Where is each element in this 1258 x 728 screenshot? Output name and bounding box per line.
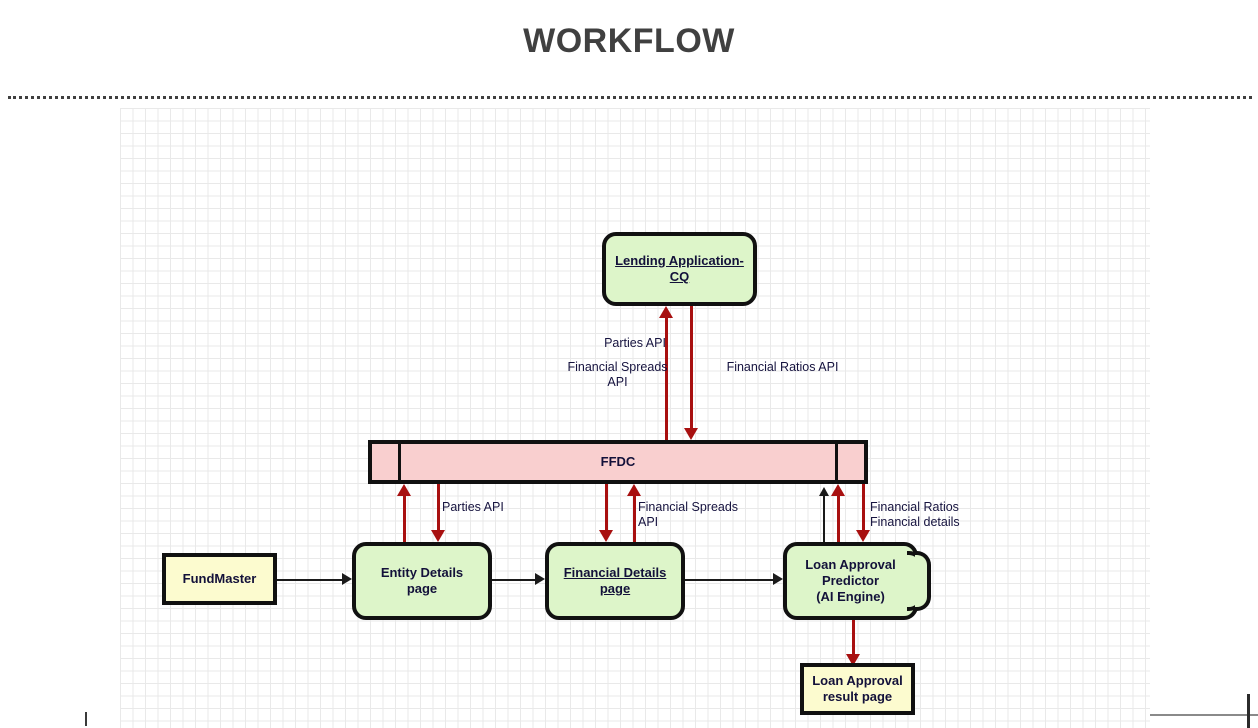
node-loan-approval-predictor-line3: (AI Engine) <box>816 589 885 605</box>
node-entity-details-page-line2: page <box>406 581 438 596</box>
node-loan-approval-predictor[interactable]: Loan Approval Predictor (AI Engine) <box>783 542 931 620</box>
edge-fundmaster-to-entity-line <box>277 579 343 581</box>
node-fundmaster[interactable]: FundMaster <box>162 553 277 605</box>
page-title: WORKFLOW <box>523 22 735 60</box>
edge-entity-to-ffdc-line <box>403 496 406 542</box>
edge-entity-to-financial-arrowhead <box>535 573 545 585</box>
node-entity-details-page[interactable]: Entity Details page <box>352 542 492 620</box>
edge-predictor-to-ffdc-arrowhead <box>831 484 845 496</box>
node-ffdc-label: FFDC <box>600 453 636 469</box>
node-fundmaster-label: FundMaster <box>182 570 257 586</box>
edge-predictor-to-result-line <box>852 620 855 658</box>
node-entity-details-page-line1: Entity Details <box>380 564 464 580</box>
edge-ffdc-to-predictor-line <box>862 484 865 530</box>
ffdc-left-divider <box>398 444 401 480</box>
node-lending-application-cq[interactable]: Lending Application- CQ <box>602 232 757 306</box>
right-edge-marker <box>1247 694 1250 728</box>
ffdc-right-divider <box>835 444 838 480</box>
node-ffdc-bar[interactable]: FFDC <box>368 440 868 484</box>
edge-lending-to-ffdc-arrowhead <box>684 428 698 440</box>
node-financial-details-page-line2: page <box>599 581 631 596</box>
edge-ffdc-to-financial-arrowhead <box>599 530 613 542</box>
edge-predictor-to-ffdc-black-line <box>823 496 825 542</box>
edge-label-financial-spreads-api-top: Financial Spreads API <box>567 360 668 389</box>
edge-ffdc-to-lending-arrowhead <box>659 306 673 318</box>
edge-label-parties-api-bottom: Parties API <box>442 500 504 514</box>
node-lending-application-cq-line1: Lending Application- <box>615 252 744 268</box>
edge-ffdc-to-predictor-arrowhead <box>856 530 870 542</box>
edge-label-financial-ratios-details: Financial Ratios Financial details <box>870 500 960 529</box>
edge-ffdc-to-lending-line <box>665 318 668 440</box>
node-lending-application-cq-line2: CQ <box>669 269 690 284</box>
edge-predictor-to-ffdc-black-arrowhead <box>819 487 829 496</box>
edge-financial-to-predictor-arrowhead <box>773 573 783 585</box>
bottom-right-panel-fragment <box>1150 714 1258 728</box>
node-financial-details-page[interactable]: Financial Details page <box>545 542 685 620</box>
node-loan-approval-predictor-line1: Loan Approval <box>805 556 896 572</box>
edge-entity-to-ffdc-arrowhead <box>397 484 411 496</box>
node-loan-approval-result-page-line2: result page <box>822 689 893 704</box>
diagram-canvas: Lending Application- CQ FFDC FundMaster … <box>120 108 1150 728</box>
bottom-left-marker <box>85 712 87 726</box>
edge-financial-to-ffdc-arrowhead <box>627 484 641 496</box>
node-loan-approval-result-page-line1: Loan Approval <box>812 672 903 688</box>
node-loan-approval-predictor-line2: Predictor <box>821 572 880 588</box>
edge-predictor-to-ffdc-line <box>837 496 840 542</box>
edge-ffdc-to-entity-line <box>437 484 440 530</box>
edge-ffdc-to-entity-arrowhead <box>431 530 445 542</box>
edge-financial-to-ffdc-line <box>633 496 636 542</box>
edge-financial-to-predictor-line <box>685 579 774 581</box>
edge-label-parties-api-top: Parties API <box>604 336 666 350</box>
edge-entity-to-financial-line <box>492 579 536 581</box>
edge-fundmaster-to-entity-arrowhead <box>342 573 352 585</box>
edge-lending-to-ffdc-line <box>690 306 693 428</box>
edge-ffdc-to-financial-line <box>605 484 608 530</box>
node-loan-approval-result-page[interactable]: Loan Approval result page <box>800 663 915 715</box>
node-financial-details-page-line1: Financial Details <box>563 564 667 580</box>
edge-label-financial-spreads-api-bottom: Financial Spreads API <box>638 500 739 529</box>
edge-label-financial-ratios-api-top: Financial Ratios API <box>726 360 839 374</box>
title-divider <box>8 96 1252 99</box>
